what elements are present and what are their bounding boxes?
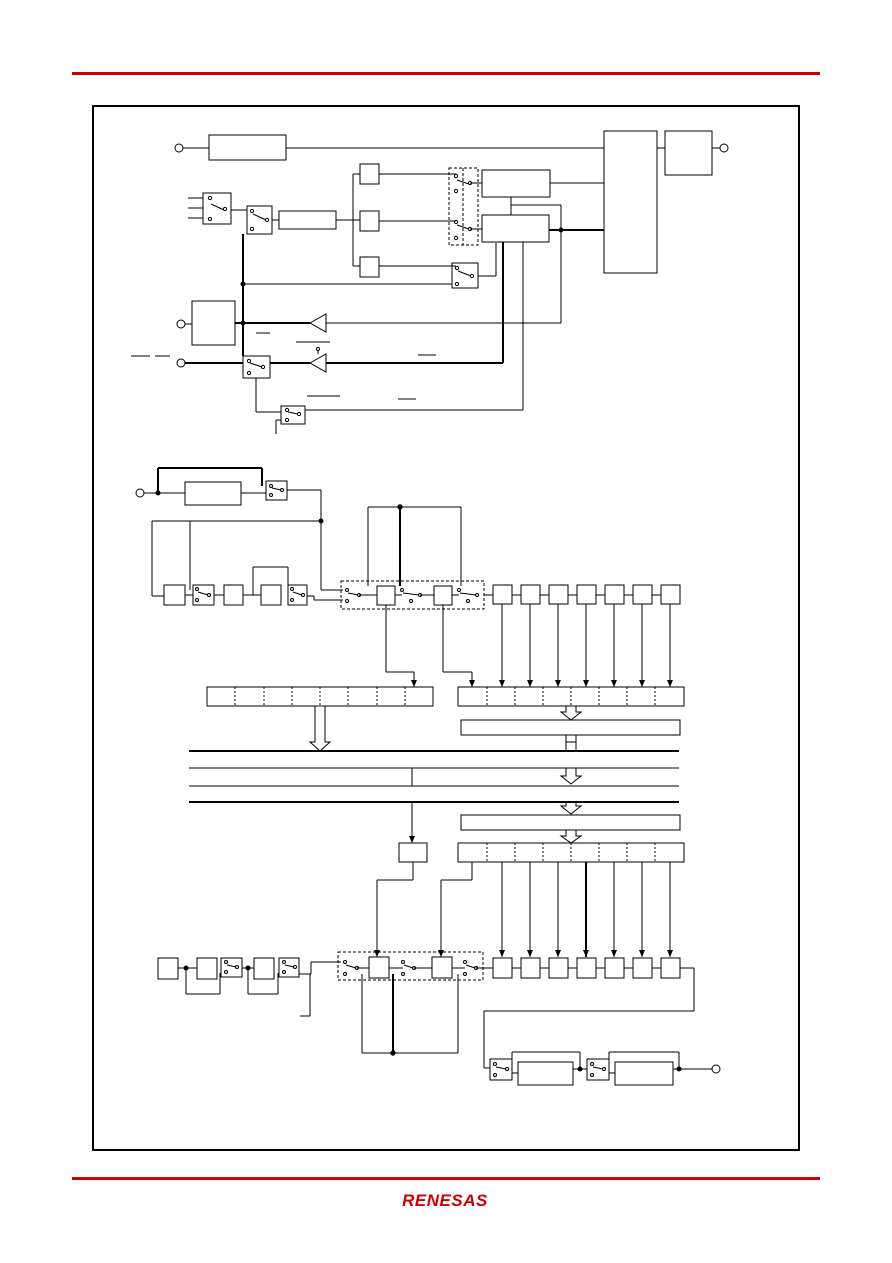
io-switch (242, 355, 271, 379)
lower-section (157, 842, 721, 1086)
header-rule (72, 72, 820, 75)
logo-text: RENESAS (402, 1191, 488, 1210)
io-pin-3 (176, 358, 186, 368)
divider-block-c (359, 256, 380, 278)
shift-block-2 (223, 584, 244, 606)
shift-switch-2 (287, 584, 308, 606)
input-filter-block (184, 481, 242, 506)
input-pin-1 (174, 143, 184, 153)
timer-block-lower (481, 214, 550, 243)
buffer-triangle-1 (308, 313, 327, 333)
serial-input-pin (135, 488, 145, 498)
tx-control-block (398, 842, 428, 863)
hollow-arrow-left (308, 705, 332, 752)
tx-switch-2 (278, 957, 300, 978)
shift-block-1 (163, 584, 186, 606)
output-pin-1 (719, 143, 729, 153)
dashed-tx-group (337, 951, 484, 981)
timer-block-upper (481, 169, 551, 198)
serial-output-pin (711, 1064, 721, 1074)
buffer-triangle-2 (308, 353, 327, 373)
divider-block-a (359, 163, 380, 185)
diagram-frame (92, 105, 800, 1151)
tx-block-2 (196, 957, 218, 980)
oscillator-block (191, 300, 236, 346)
divider-block-b (359, 210, 380, 232)
output-driver-block (664, 130, 713, 176)
renesas-logo: RENESAS (390, 1188, 500, 1214)
transfer-control-bar-2 (460, 814, 681, 831)
middle-section (135, 467, 685, 844)
shift-block-3 (260, 584, 282, 606)
shift-block-4 (376, 585, 396, 606)
output-switch-2 (586, 1058, 610, 1081)
tx-block-5 (431, 956, 453, 979)
output-switch-1 (489, 1058, 513, 1081)
output-mux-block (603, 130, 658, 274)
top-section (131, 130, 729, 434)
shift-block-5 (433, 585, 453, 606)
hollow-arrow-right-1 (559, 705, 583, 721)
top-block-1 (208, 134, 287, 161)
footer-rule (72, 1177, 820, 1180)
control-switch (280, 405, 306, 425)
output-filter-block-1 (517, 1061, 574, 1086)
tx-block-4 (368, 956, 390, 979)
input-pin-2 (176, 319, 186, 329)
tx-block-3 (253, 957, 275, 980)
output-filter-block-2 (614, 1061, 674, 1086)
prescaler-block (278, 210, 337, 230)
tx-block-1 (157, 957, 179, 980)
transfer-control-bar-1 (460, 719, 681, 736)
